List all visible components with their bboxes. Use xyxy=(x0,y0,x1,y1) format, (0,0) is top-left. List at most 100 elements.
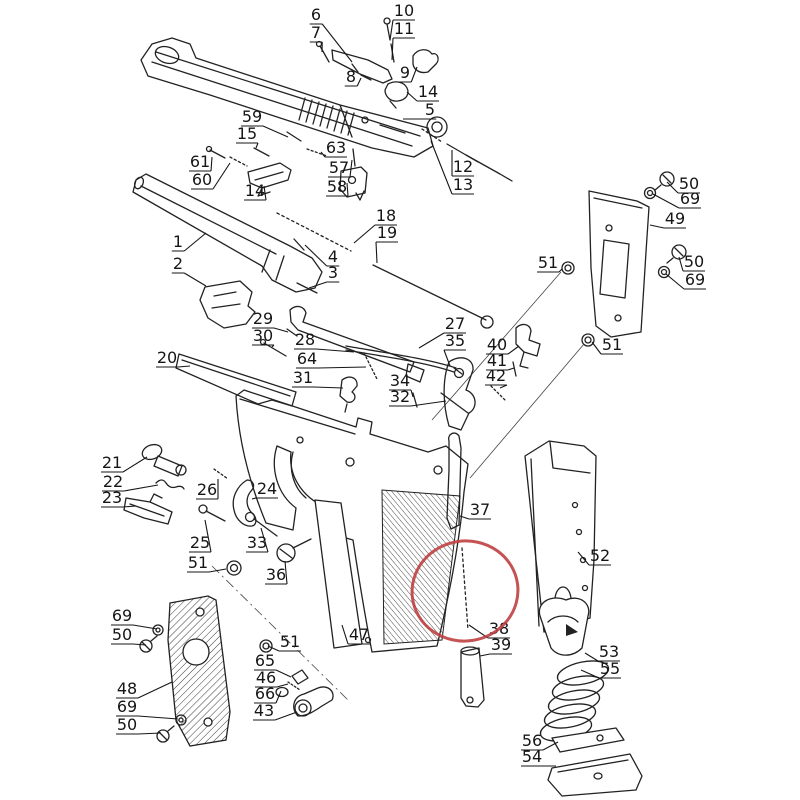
leader-line-57 xyxy=(328,159,353,178)
part-label-60: 60 xyxy=(192,170,212,189)
part-label-55: 55 xyxy=(600,659,620,678)
extractor-sight-parts-drawing xyxy=(205,131,368,201)
leader-line-27 xyxy=(418,332,466,349)
leader-line-43 xyxy=(253,711,298,721)
part-label-48: 48 xyxy=(117,679,137,698)
leader-line-58 xyxy=(326,182,349,197)
leader-line-69 xyxy=(111,624,158,630)
leader-line-34 xyxy=(389,389,414,398)
leader-line-50 xyxy=(666,181,700,194)
leader-line-24 xyxy=(251,497,278,500)
part-label-58: 58 xyxy=(327,177,347,196)
part-label-47: 47 xyxy=(349,625,369,644)
leader-line-50 xyxy=(111,643,147,646)
slide-drawing xyxy=(140,37,448,158)
part-label-63: 63 xyxy=(326,138,346,157)
barrel-drawing xyxy=(132,173,323,329)
part-label-18: 18 xyxy=(376,206,396,225)
leader-line-36 xyxy=(265,560,288,585)
part-label-28: 28 xyxy=(295,330,315,349)
leader-line-9 xyxy=(398,66,418,83)
leader-line-18 xyxy=(353,224,397,244)
leader-line-39 xyxy=(479,653,512,657)
part-label-69: 69 xyxy=(685,270,705,289)
part-label-69: 69 xyxy=(117,697,137,716)
recoil-pin-spring-drawing xyxy=(421,128,513,182)
leader-line-20 xyxy=(156,365,191,368)
leader-line-69 xyxy=(665,273,706,290)
part-label-4: 4 xyxy=(328,247,338,266)
part-label-40: 40 xyxy=(487,335,507,354)
part-label-8: 8 xyxy=(346,67,356,86)
leader-line-59 xyxy=(241,125,289,138)
leader-line-32 xyxy=(389,400,447,407)
leader-line-52 xyxy=(577,551,611,566)
leader-line-14 xyxy=(406,91,439,102)
leader-line-56 xyxy=(521,741,559,751)
leader-line-14 xyxy=(244,185,267,201)
part-label-69: 69 xyxy=(112,606,132,625)
leader-line-1 xyxy=(171,232,207,252)
leader-line-53 xyxy=(584,652,620,662)
part-label-33: 33 xyxy=(247,533,267,552)
leader-line-40 xyxy=(486,345,520,355)
part-label-61: 61 xyxy=(190,152,210,171)
part-label-35: 35 xyxy=(445,331,465,350)
part-label-5: 5 xyxy=(425,100,435,119)
leader-line-49 xyxy=(649,224,686,229)
leader-line-35 xyxy=(443,349,466,367)
part-label-31: 31 xyxy=(293,368,313,387)
part-label-50: 50 xyxy=(684,252,704,271)
hammer-trigger-bar-drawing xyxy=(259,305,541,431)
part-label-21: 21 xyxy=(102,453,122,472)
leader-line-63 xyxy=(320,151,347,158)
part-label-43: 43 xyxy=(254,701,274,720)
part-label-3: 3 xyxy=(328,263,338,282)
frame-drawing xyxy=(235,389,469,653)
part-label-23: 23 xyxy=(102,488,122,507)
part-label-50: 50 xyxy=(112,625,132,644)
leader-line-51 xyxy=(537,268,563,273)
part-label-54: 54 xyxy=(522,747,542,766)
part-label-65: 65 xyxy=(255,651,275,670)
part-label-39: 39 xyxy=(491,635,511,654)
part-label-36: 36 xyxy=(266,565,286,584)
part-label-9: 9 xyxy=(400,63,410,82)
leader-line-60 xyxy=(191,162,231,190)
leader-line-21 xyxy=(101,456,148,473)
leader-line-50 xyxy=(678,256,705,272)
leader-line-30 xyxy=(252,344,275,348)
leader-line-37 xyxy=(459,515,491,520)
part-label-59: 59 xyxy=(242,107,262,126)
leader-line-13 xyxy=(430,140,474,195)
part-label-46: 46 xyxy=(256,668,276,687)
part-label-14: 14 xyxy=(418,82,438,101)
part-label-51: 51 xyxy=(538,253,558,272)
recoil-spring-drawing xyxy=(276,212,494,329)
part-label-53: 53 xyxy=(599,642,619,661)
leader-line-26 xyxy=(196,479,219,500)
leader-line-51 xyxy=(187,568,227,573)
leader-line-61 xyxy=(189,156,213,172)
leader-line-51 xyxy=(267,645,301,652)
leader-line-11 xyxy=(391,37,415,61)
leader-line-51 xyxy=(591,341,623,355)
leader-line-33 xyxy=(246,527,269,553)
magazine-drawing xyxy=(524,440,643,797)
part-label-42: 42 xyxy=(486,366,506,385)
leader-line-8 xyxy=(344,77,362,87)
part-label-14: 14 xyxy=(245,181,265,200)
part-label-30: 30 xyxy=(253,326,273,345)
leader-line-23 xyxy=(101,505,137,508)
part-label-51: 51 xyxy=(602,335,622,354)
leader-line-64 xyxy=(296,366,367,369)
part-label-2: 2 xyxy=(173,254,183,273)
part-label-26: 26 xyxy=(197,480,217,499)
part-label-41: 41 xyxy=(487,351,507,370)
part-label-20: 20 xyxy=(157,348,177,367)
part-label-27: 27 xyxy=(445,314,465,333)
leader-line-29 xyxy=(252,327,289,333)
slide-stop-trigger-parts-drawing xyxy=(123,353,349,701)
leader-line-50 xyxy=(116,732,162,735)
